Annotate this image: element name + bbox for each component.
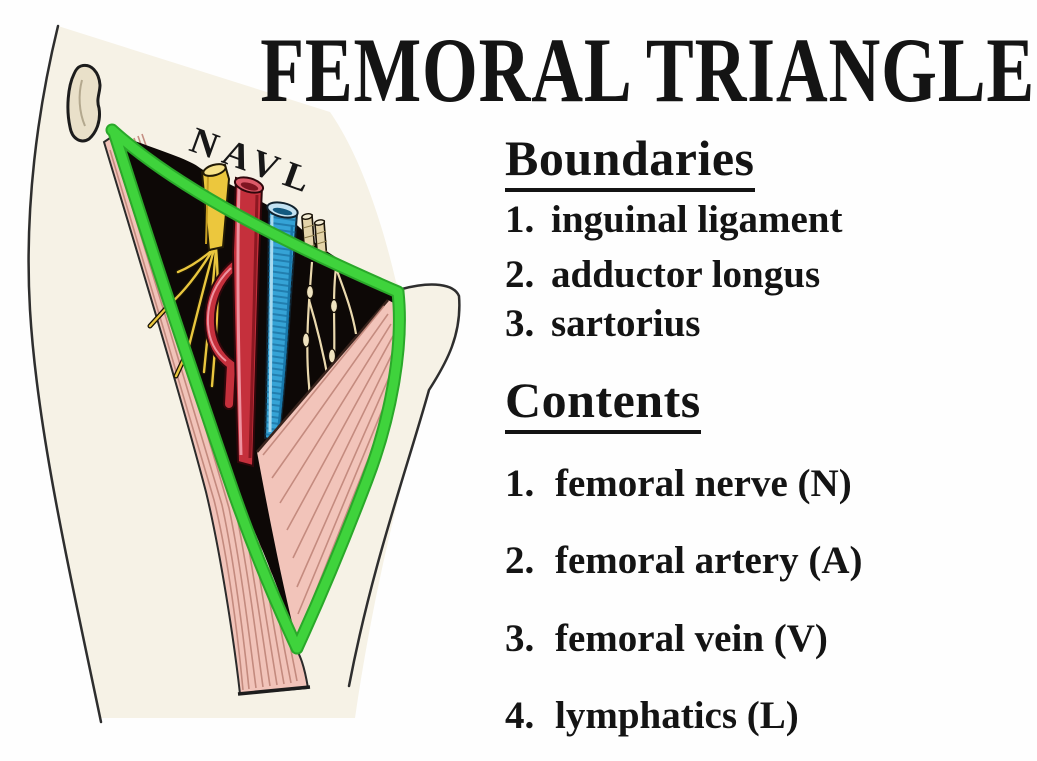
pubic-thigh-contour-line bbox=[347, 283, 461, 688]
item-number: 3. bbox=[505, 617, 535, 660]
sartorius-border bbox=[109, 127, 302, 653]
contents-heading: Contents bbox=[505, 375, 701, 434]
item-label: sartorius bbox=[551, 302, 701, 345]
femoral-artery bbox=[203, 176, 265, 468]
page-title-text: FEMORAL TRIANGLE bbox=[260, 19, 1035, 121]
contents-item-4: 4. lymphatics (L) bbox=[505, 696, 799, 735]
inguinal-ligament-border bbox=[107, 125, 403, 297]
contents-item-1: 1. femoral nerve (N) bbox=[505, 464, 852, 503]
adductor-edge bbox=[256, 299, 389, 453]
boundaries-item-1: 1. inguinal ligament bbox=[505, 200, 842, 239]
item-label: adductor longus bbox=[551, 253, 821, 296]
nerve-cut-opening bbox=[202, 163, 227, 177]
item-label: femoral artery (A) bbox=[555, 539, 863, 582]
body-contour bbox=[27, 24, 461, 724]
item-number: 2. bbox=[505, 539, 535, 582]
item-number: 4. bbox=[505, 694, 535, 737]
femoral-vein bbox=[263, 201, 299, 444]
boundaries-item-2: 2. adductor longus bbox=[505, 255, 820, 294]
item-label: femoral vein (V) bbox=[555, 617, 828, 660]
page-title: FEMORAL TRIANGLE bbox=[151, 24, 1034, 116]
item-number: 1. bbox=[505, 462, 535, 505]
boundaries-heading: Boundaries bbox=[505, 133, 755, 192]
hip-contour-line bbox=[27, 24, 103, 724]
femoral-triangle-outline bbox=[105, 123, 406, 655]
item-number: 3. bbox=[505, 302, 535, 345]
contents-item-3: 3. femoral vein (V) bbox=[505, 619, 828, 658]
item-label: femoral nerve (N) bbox=[555, 462, 852, 505]
adductor-longus-border bbox=[292, 287, 404, 653]
contents-item-2: 2. femoral artery (A) bbox=[505, 541, 863, 580]
thigh-anatomy-illustration bbox=[27, 24, 461, 724]
item-label: inguinal ligament bbox=[551, 198, 843, 241]
asis-bone bbox=[66, 63, 102, 143]
item-label: lymphatics (L) bbox=[555, 694, 799, 737]
item-number: 2. bbox=[505, 253, 535, 296]
muscle-cut-edge bbox=[237, 685, 311, 696]
item-number: 1. bbox=[505, 198, 535, 241]
boundaries-item-3: 3. sartorius bbox=[505, 304, 701, 343]
